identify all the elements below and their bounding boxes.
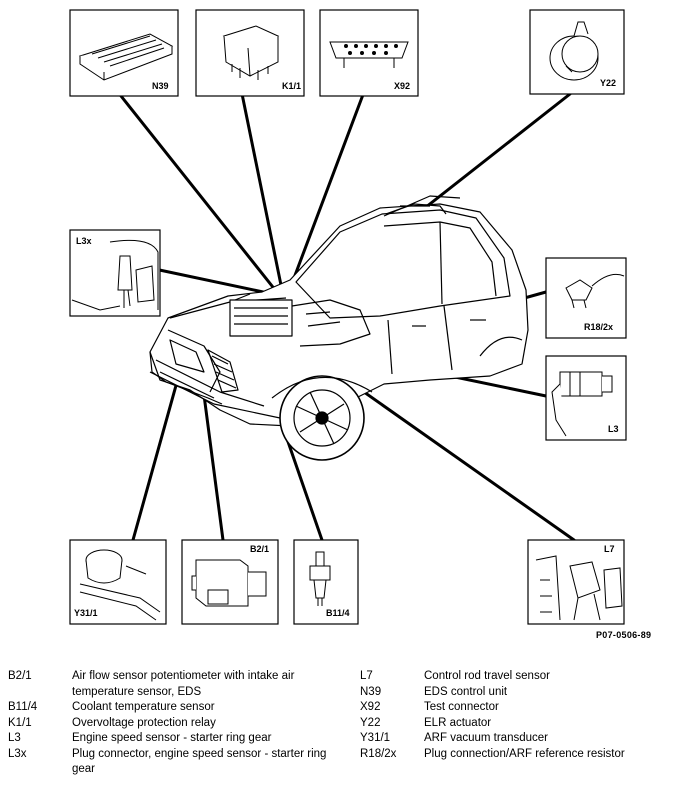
box-label-b2-1: B2/1 [250, 544, 269, 554]
legend-item: R18/2x Plug connection/ARF reference res… [360, 747, 680, 763]
box-n39: N39 [69, 9, 179, 97]
figure-code: P07-0506-89 [596, 630, 652, 640]
legend-item: B2/1 Air flow sensor potentiometer with … [8, 669, 348, 700]
legend-code: R18/2x [360, 747, 397, 760]
legend-desc: Test connector [424, 701, 499, 713]
box-l3x: L3x [69, 229, 161, 317]
legend-item: Y31/1 ARF vacuum transducer [360, 731, 680, 747]
legend-item: Y22 ELR actuator [360, 716, 680, 732]
box-label-y31-1: Y31/1 [74, 608, 98, 618]
legend-desc: Air flow sensor potentiometer with intak… [72, 670, 295, 698]
legend-desc: ELR actuator [424, 716, 492, 729]
legend-code: B11/4 [8, 701, 38, 713]
legend-desc: Engine speed sensor - starter ring gear [72, 732, 272, 744]
legend-desc: Coolant temperature sensor [72, 701, 215, 713]
legend-item: N39 EDS control unit [360, 685, 680, 701]
box-label-l7: L7 [604, 544, 615, 554]
legend-code: X92 [360, 701, 381, 713]
legend-code: B2/1 [8, 670, 32, 682]
box-b2-1: B2/1 [181, 539, 279, 625]
legend-desc: Overvoltage protection relay [72, 716, 216, 729]
legend-code: K1/1 [8, 716, 32, 729]
box-l3: L3 [545, 355, 627, 441]
legend-item: K1/1 Overvoltage protection relay [8, 716, 348, 732]
box-y31-1: Y31/1 [69, 539, 167, 625]
legend-desc: Control rod travel sensor [424, 670, 550, 682]
car-illustration [149, 195, 529, 461]
box-label-k1-1: K1/1 [282, 81, 301, 91]
legend-right: L7 Control rod travel sensor N39 EDS con… [360, 669, 680, 762]
box-label-l3x: L3x [76, 236, 92, 246]
box-r18-2x: R18/2x [545, 257, 627, 339]
legend-left: B2/1 Air flow sensor potentiometer with … [8, 669, 348, 778]
box-x92: X92 [319, 9, 419, 97]
legend-desc: ARF vacuum transducer [424, 732, 548, 744]
legend-desc: Plug connector, engine speed sensor - st… [72, 747, 327, 776]
legend-item: L3x Plug connector, engine speed sensor … [8, 747, 348, 778]
box-y22: Y22 [529, 9, 625, 95]
box-l7: L7 [527, 539, 625, 625]
legend-code: Y31/1 [360, 732, 391, 744]
box-label-n39: N39 [152, 81, 169, 91]
legend-code: L3x [8, 747, 27, 760]
legend-item: L7 Control rod travel sensor [360, 669, 680, 685]
box-label-x92: X92 [394, 81, 410, 91]
legend-item: L3 Engine speed sensor - starter ring ge… [8, 731, 348, 747]
box-label-r18-2x: R18/2x [584, 322, 613, 332]
box-label-y22: Y22 [600, 78, 616, 88]
legend-desc: Plug connection/ARF reference resistor [424, 747, 625, 760]
legend-code: N39 [360, 685, 382, 698]
component-location-diagram: N39 K1/1 X92 [69, 9, 627, 625]
legend-desc: EDS control unit [424, 685, 508, 698]
legend-code: Y22 [360, 716, 381, 729]
box-label-l3: L3 [608, 424, 619, 434]
box-label-b11-4: B11/4 [326, 608, 350, 618]
legend-item: B11/4 Coolant temperature sensor [8, 700, 348, 716]
legend-code: L3 [8, 732, 21, 744]
box-b11-4: B11/4 [293, 539, 359, 625]
box-k1-1: K1/1 [195, 9, 305, 97]
legend-code: L7 [360, 670, 373, 682]
legend-item: X92 Test connector [360, 700, 680, 716]
